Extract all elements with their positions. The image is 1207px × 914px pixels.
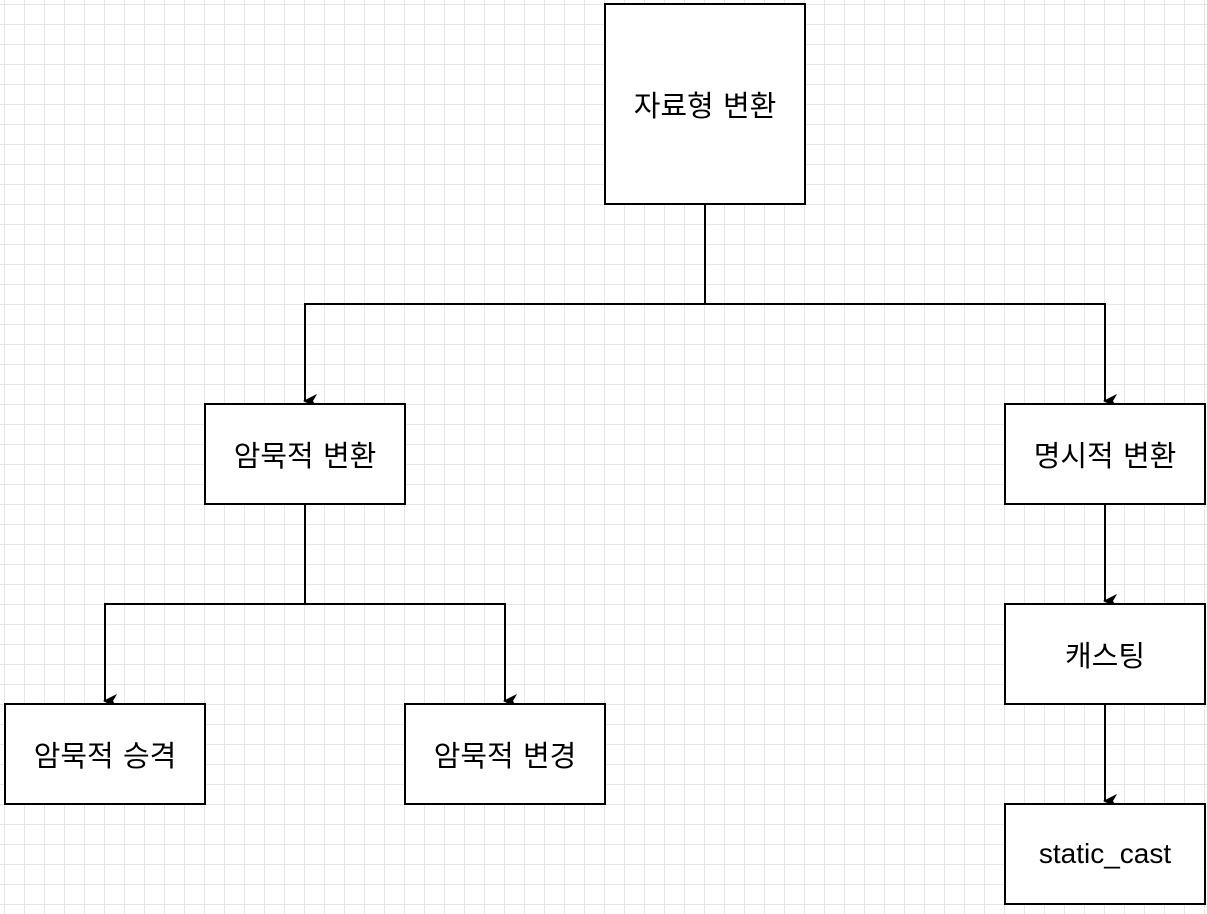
- node-implicit-change[interactable]: 암묵적 변경: [404, 703, 606, 805]
- connector-implicit-to-promotion: [103, 603, 305, 708]
- connector-root-to-implicit: [303, 303, 705, 408]
- connector-implicit-to-conversion: [305, 603, 517, 708]
- node-label: 캐스팅: [1064, 639, 1146, 673]
- node-label: 암묵적 변경: [433, 739, 577, 773]
- node-label: 명시적 변환: [1033, 439, 1177, 473]
- node-static-cast[interactable]: static_cast: [1004, 803, 1206, 905]
- node-label: 자료형 변환: [633, 89, 777, 123]
- node-type-conversion[interactable]: 자료형 변환: [604, 3, 806, 205]
- node-implicit-conversion[interactable]: 암묵적 변환: [204, 403, 406, 505]
- node-label: static_cast: [1038, 838, 1172, 869]
- node-casting[interactable]: 캐스팅: [1004, 603, 1206, 705]
- connector-root-to-explicit: [705, 303, 1117, 408]
- node-implicit-promotion[interactable]: 암묵적 승격: [4, 703, 206, 805]
- node-label: 암묵적 변환: [233, 439, 377, 473]
- node-label: 암묵적 승격: [33, 739, 177, 773]
- node-explicit-conversion[interactable]: 명시적 변환: [1004, 403, 1206, 505]
